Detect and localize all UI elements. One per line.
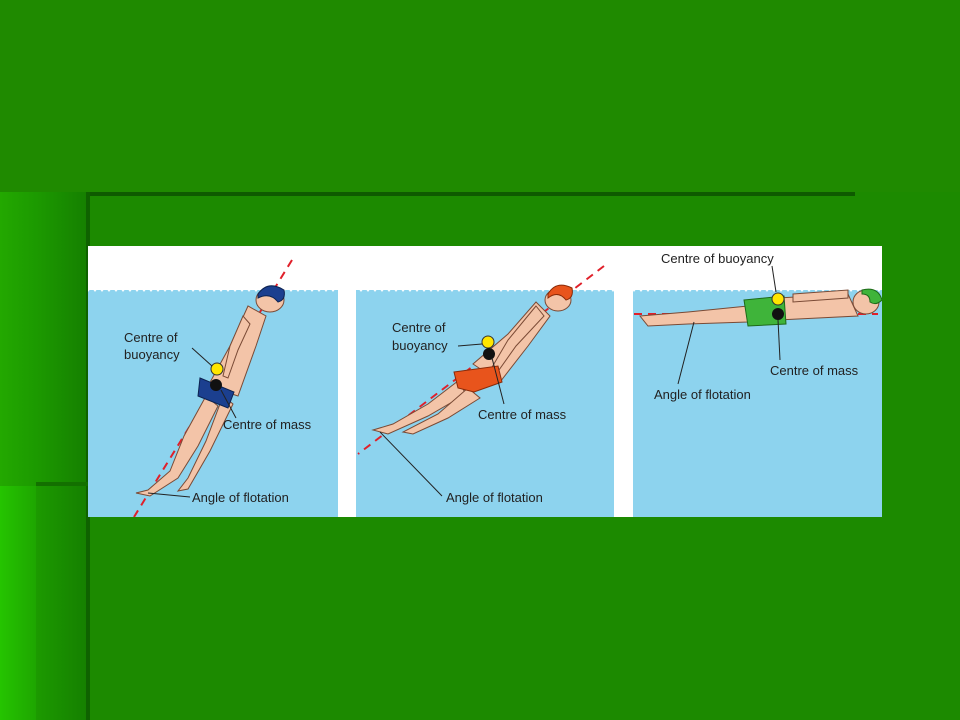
centre-of-buoyancy-dot: [771, 292, 785, 306]
centre-of-buoyancy-dot: [210, 362, 224, 376]
swimmer-figure: [639, 288, 882, 327]
flotation-diagram: Centre of buoyancy Centre of mass Angle …: [88, 246, 882, 517]
background-top: [0, 0, 960, 192]
water: [633, 296, 882, 517]
label-centre-of-mass-3: Centre of mass: [770, 363, 859, 378]
panel-vertical-swimmer: Centre of buoyancy Centre of mass Angle …: [88, 259, 338, 517]
label-centre-of-buoyancy-3: Centre of buoyancy: [661, 251, 774, 266]
centre-of-mass-dot: [483, 348, 495, 360]
label-centre-of-buoyancy-2b: buoyancy: [392, 338, 448, 353]
label-angle-of-flotation-3: Angle of flotation: [654, 387, 751, 402]
label-angle-of-flotation-2: Angle of flotation: [446, 490, 543, 505]
label-centre-of-buoyancy-1a: Centre of: [124, 330, 178, 345]
frame-shadow-step: [36, 482, 90, 486]
centre-of-mass-dot: [772, 308, 784, 320]
label-centre-of-mass-2: Centre of mass: [478, 407, 567, 422]
water-waves: [356, 290, 614, 300]
panel-inclined-swimmer: Centre of buoyancy Centre of mass Angle …: [356, 265, 614, 517]
panel-horizontal-swimmer: Centre of buoyancy Centre of mass Angle …: [633, 251, 882, 517]
frame-shadow-top: [90, 192, 855, 196]
swimmer-figure: [135, 285, 285, 497]
water: [356, 296, 614, 517]
label-angle-of-flotation-1: Angle of flotation: [192, 490, 289, 505]
background-left-bright: [0, 486, 36, 720]
centre-of-buoyancy-dot: [481, 335, 495, 349]
label-centre-of-buoyancy-1b: buoyancy: [124, 347, 180, 362]
label-centre-of-mass-1: Centre of mass: [223, 417, 312, 432]
water-waves: [633, 290, 882, 300]
centre-of-mass-dot: [210, 379, 222, 391]
water-waves: [88, 290, 338, 300]
swimmer-figure: [371, 284, 573, 435]
label-centre-of-buoyancy-2a: Centre of: [392, 320, 446, 335]
